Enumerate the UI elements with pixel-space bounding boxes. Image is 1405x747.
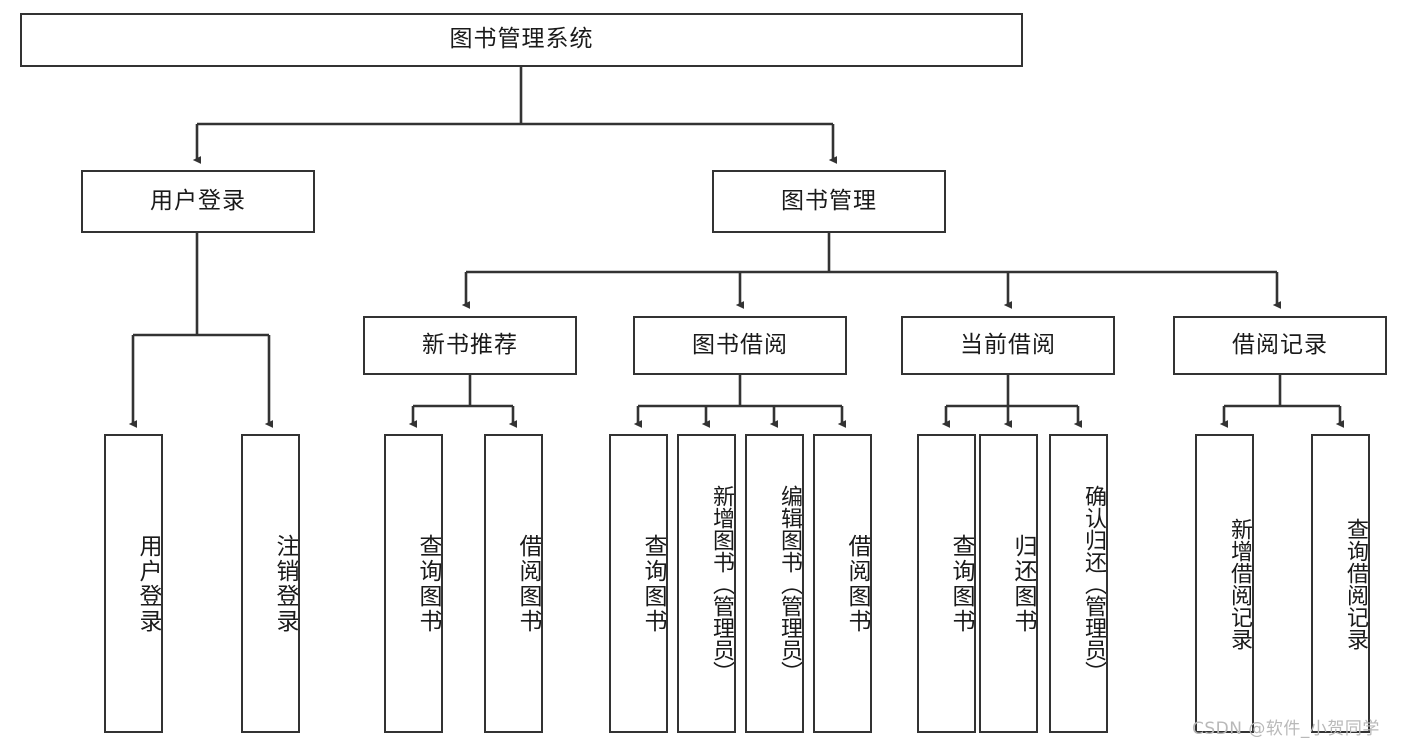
leaf-user-login-logout[interactable]: 注销登录 (241, 434, 300, 733)
node-label: 用户登录 (150, 187, 246, 214)
leaf-borrow-record-query[interactable]: 查询借阅记录 (1311, 434, 1370, 733)
node-label: 图书借阅 (692, 331, 788, 358)
node-label: 借阅图书 (515, 533, 541, 634)
node-label: 确认归还（管理员） (1081, 484, 1106, 683)
node-label: 借阅图书 (844, 533, 870, 634)
node-label: 当前借阅 (960, 331, 1056, 358)
node-label: 新增图书（管理员） (709, 484, 734, 683)
leaf-borrow-record-add[interactable]: 新增借阅记录 (1195, 434, 1254, 733)
node-new-book-recommend[interactable]: 新书推荐 (363, 316, 577, 375)
node-label: 图书管理 (781, 187, 877, 214)
watermark-text: CSDN @软件_小贺同学 (1192, 719, 1380, 739)
leaf-user-login-login[interactable]: 用户登录 (104, 434, 163, 733)
node-label: 查询图书 (948, 533, 974, 634)
leaf-new-book-query[interactable]: 查询图书 (384, 434, 443, 733)
node-label: 图书管理系统 (449, 26, 594, 53)
node-borrow-record[interactable]: 借阅记录 (1173, 316, 1387, 375)
node-label: 新书推荐 (422, 331, 518, 358)
node-label: 借阅记录 (1232, 331, 1328, 358)
node-user-login[interactable]: 用户登录 (81, 170, 315, 233)
leaf-current-borrow-query[interactable]: 查询图书 (917, 434, 976, 733)
node-label: 查询图书 (415, 533, 441, 634)
leaf-book-borrow-edit[interactable]: 编辑图书（管理员） (745, 434, 804, 733)
node-book-borrow[interactable]: 图书借阅 (633, 316, 847, 375)
node-label: 新增借阅记录 (1227, 517, 1252, 650)
leaf-book-borrow-query[interactable]: 查询图书 (609, 434, 668, 733)
node-label: 用户登录 (135, 533, 161, 634)
leaf-book-borrow-borrow[interactable]: 借阅图书 (813, 434, 872, 733)
leaf-current-borrow-return[interactable]: 归还图书 (979, 434, 1038, 733)
node-label: 查询借阅记录 (1343, 517, 1368, 650)
node-label: 查询图书 (640, 533, 666, 634)
node-root-book-management-system[interactable]: 图书管理系统 (20, 13, 1023, 67)
node-label: 编辑图书（管理员） (777, 484, 802, 683)
leaf-book-borrow-add[interactable]: 新增图书（管理员） (677, 434, 736, 733)
node-label: 归还图书 (1010, 533, 1036, 634)
leaf-current-borrow-confirm-return[interactable]: 确认归还（管理员） (1049, 434, 1108, 733)
leaf-new-book-borrow[interactable]: 借阅图书 (484, 434, 543, 733)
node-label: 注销登录 (272, 533, 298, 634)
node-current-borrow[interactable]: 当前借阅 (901, 316, 1115, 375)
node-book-management[interactable]: 图书管理 (712, 170, 946, 233)
